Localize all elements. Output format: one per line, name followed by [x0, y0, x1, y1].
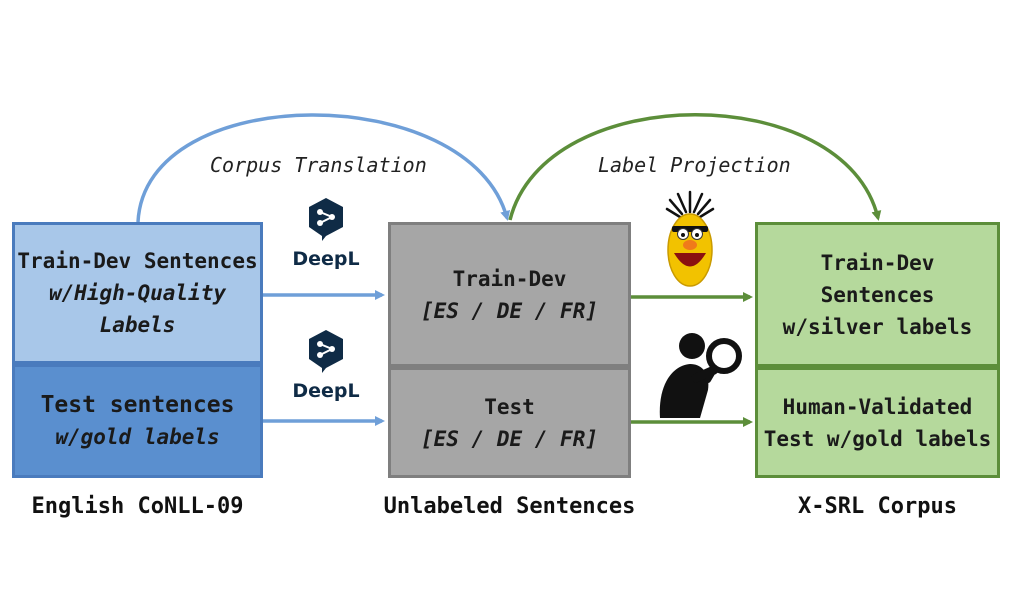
- deepl-icon: [309, 198, 343, 241]
- english-test-line1: Test sentences: [40, 392, 235, 418]
- deepl-logo-bottom: DeepL: [286, 328, 366, 402]
- label-projection-label: Label Projection: [598, 153, 791, 177]
- xsrl-train-line2: Sentences: [820, 282, 935, 307]
- bert-muppet-icon: [665, 190, 715, 287]
- deepl-label-top: DeepL: [292, 248, 360, 270]
- unlabeled-test-box: Test [ES / DE / FR]: [388, 367, 631, 478]
- unlabeled-test-line2: [ES / DE / FR]: [420, 426, 598, 451]
- unlabeled-test-line1: Test: [484, 394, 535, 419]
- deepl-icon: [309, 330, 343, 373]
- xsrl-train-line3: w/silver labels: [782, 314, 973, 339]
- english-train-line3: Labels: [99, 313, 176, 337]
- xsrl-test-line1: Human-Validated: [782, 394, 973, 419]
- english-train-line2: w/High-Quality: [48, 281, 226, 305]
- xsrl-train-dev-box: Train-Dev Sentences w/silver labels: [755, 222, 1000, 367]
- label-projection-arc: [508, 113, 882, 221]
- xsrl-test-box: Human-Validated Test w/gold labels: [755, 367, 1000, 478]
- unlabeled-train-line1: Train-Dev: [452, 266, 567, 291]
- magnifier-person-icon: [659, 333, 742, 418]
- english-train-line1: Train-Dev Sentences: [17, 249, 258, 273]
- unlabeled-train-line2: [ES / DE / FR]: [420, 298, 598, 323]
- english-test-line2: w/gold labels: [55, 425, 220, 449]
- corpus-translation-label: Corpus Translation: [210, 153, 427, 177]
- deepl-label-bottom: DeepL: [292, 380, 360, 402]
- xsrl-test-line2: Test w/gold labels: [763, 426, 992, 451]
- english-train-dev-box: Train-Dev Sentences w/High-Quality Label…: [12, 222, 263, 364]
- unlabeled-train-dev-box: Train-Dev [ES / DE / FR]: [388, 222, 631, 367]
- english-test-box: Test sentences w/gold labels: [12, 364, 263, 478]
- deepl-logo-top: DeepL: [286, 196, 366, 270]
- xsrl-caption: X-SRL Corpus: [798, 494, 957, 519]
- english-caption: English CoNLL-09: [31, 494, 244, 519]
- unlabeled-caption: Unlabeled Sentences: [383, 494, 636, 519]
- xsrl-train-line1: Train-Dev: [820, 250, 935, 275]
- corpus-translation-arc: [136, 113, 510, 223]
